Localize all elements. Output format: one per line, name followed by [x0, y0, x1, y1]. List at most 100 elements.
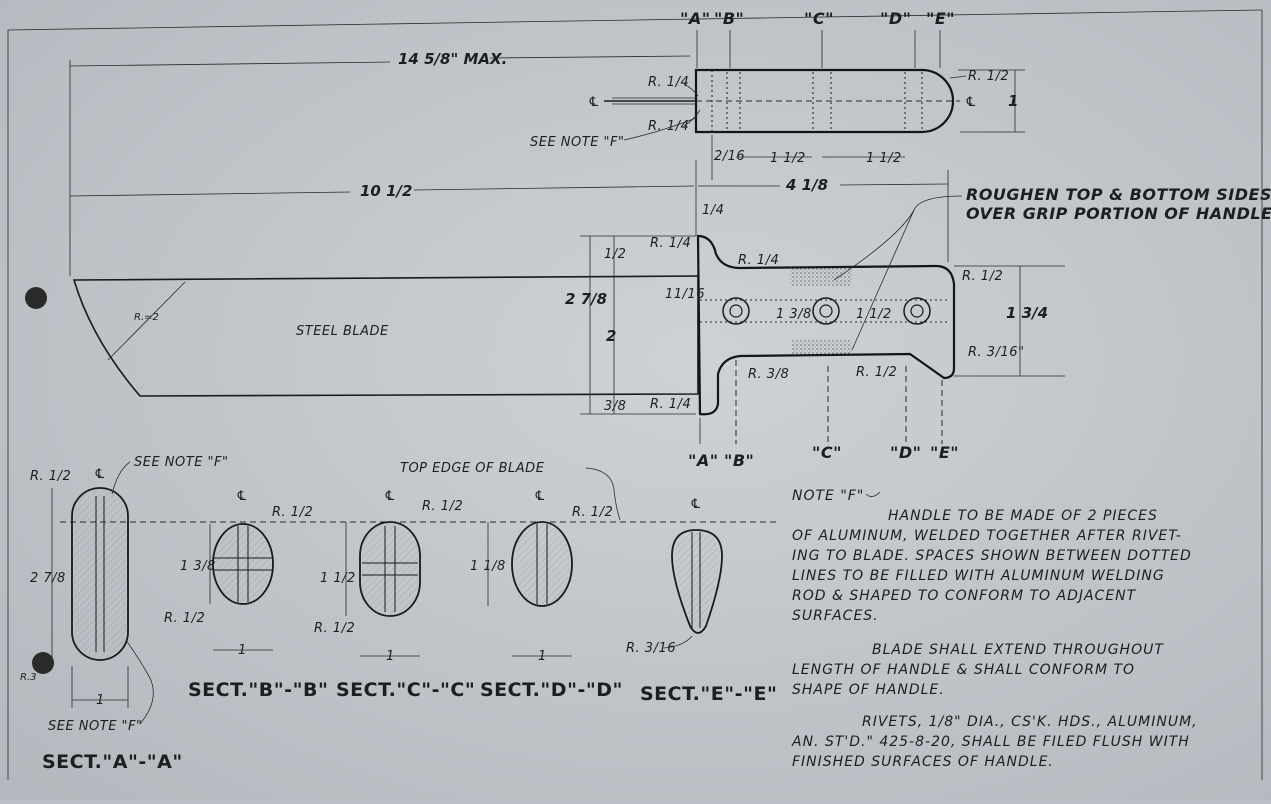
section-d-width: 1: [538, 649, 547, 664]
note-line-8: LENGTH OF HANDLE & SHALL CONFORM TO: [792, 662, 1135, 678]
section-letter-bottom-e: "E": [930, 443, 959, 462]
side-r-half-top: R. 1/2: [962, 269, 1003, 284]
section-b-radius-top: R. 1/2: [272, 505, 313, 520]
note-line-1: HANDLE TO BE MADE OF 2 PIECES: [888, 508, 1158, 524]
top-r-quarter-upper: R. 1/4: [648, 75, 689, 90]
note-line-3: ING TO BLADE. SPACES SHOWN BETWEEN DOTTE…: [792, 548, 1192, 564]
top-offset-value: 2/16: [714, 149, 745, 164]
section-letter-bottom-c: "C": [812, 443, 842, 462]
rivet-1: [722, 297, 750, 325]
section-d-centerline: ℄: [534, 489, 546, 504]
section-letter-top-c: "C": [804, 9, 834, 28]
section-e-e: ℄ R. 3/16 SECT."E"-"E": [626, 497, 777, 705]
steel-blade-label: STEEL BLADE: [296, 324, 389, 339]
note-line-4: LINES TO BE FILLED WITH ALUMINUM WELDING: [792, 568, 1165, 584]
section-letter-bottom-b: "B": [724, 451, 754, 470]
section-letter-top-b: "B": [714, 9, 744, 28]
top-r-quarter-lower: R. 1/4: [648, 119, 689, 134]
grip-texture-top: [790, 266, 852, 286]
section-e-radius-bottom: R. 3/16: [626, 641, 676, 656]
roughen-note-line-2: OVER GRIP PORTION OF HANDLE: [966, 204, 1271, 223]
rivet-3: [903, 297, 931, 325]
section-c-fill: [362, 524, 418, 614]
section-e-radius-leader: [663, 635, 693, 649]
note-line-10: RIVETS, 1/8" DIA., CS'K. HDS., ALUMINUM,: [862, 714, 1198, 730]
punch-hole-top: [25, 287, 47, 309]
handle-top-outline: [694, 68, 955, 134]
section-c-centerline: ℄: [384, 489, 396, 504]
section-a-width: 1: [96, 693, 105, 708]
rivet-2: [812, 297, 840, 325]
overall-length: 14 5/8" MAX.: [398, 50, 507, 68]
section-a-centerline: ℄: [94, 467, 106, 482]
sheet-border-top: [7, 9, 1263, 31]
roughen-note-line-1: ROUGHEN TOP & BOTTOM SIDES: [966, 185, 1271, 204]
blade-dim-line-left: [69, 191, 351, 197]
handle-side-outline: [696, 234, 956, 416]
section-b-title: SECT."B"-"B": [188, 679, 328, 701]
side-r-three-eighths: R. 3/8: [748, 367, 789, 382]
section-a-a: ℄ R. 1/2 2 7/8 R.3 1 SEE NOTE "F" SEE NO…: [20, 455, 228, 773]
top-r-half: R. 1/2: [968, 69, 1009, 84]
centerline-mark-left: ℄: [588, 95, 600, 110]
top-spacing-1: 1 1/2: [770, 151, 806, 166]
section-e-centerline: ℄: [690, 497, 702, 512]
top-spacing-2: 1 1/2: [866, 151, 902, 166]
dim-half: 1/2: [604, 247, 626, 262]
section-a-radius: R. 1/2: [30, 469, 71, 484]
dim-eleven-sixteenths: 11/16: [665, 287, 705, 302]
see-note-f-section-bottom: SEE NOTE "F": [48, 719, 143, 734]
note-line-6: SURFACES.: [792, 608, 879, 624]
side-r-quarter-bottom: R. 1/4: [650, 397, 691, 412]
section-c-radius-top: R. 1/2: [422, 499, 463, 514]
leader-see-note-f-top: [623, 117, 697, 141]
side-r-quarter-step: R. 1/4: [738, 253, 779, 268]
top-edge-leader: [585, 467, 621, 521]
leader-see-note-f-section-bottom: [125, 639, 154, 725]
section-c-height: 1 1/2: [320, 571, 356, 586]
section-letter-bottom-d: "D": [890, 443, 921, 462]
section-a-outline: [71, 487, 129, 661]
handle-length: 4 1/8: [785, 176, 828, 194]
handle-top-view: ℄ ℄ R. 1/4 R. 1/4 R. 1/2 SEE NOTE "F" 1 …: [530, 68, 1025, 180]
top-width-value: 1: [1008, 92, 1018, 110]
overall-dim-line-right: [489, 55, 691, 59]
section-b-width: 1: [238, 643, 247, 658]
section-c-width: 1: [386, 649, 395, 664]
section-d-outline: [511, 521, 573, 607]
section-e-outline: [671, 529, 723, 634]
blade-dim-line-right: [413, 185, 695, 191]
section-a-height: 2 7/8: [30, 571, 66, 586]
section-letter-top-d: "D": [880, 9, 911, 28]
note-line-12: FINISHED SURFACES OF HANDLE.: [792, 754, 1054, 770]
note-line-2: OF ALUMINUM, WELDED TOGETHER AFTER RIVET…: [792, 528, 1182, 544]
notes-block: NOTE "F" HANDLE TO BE MADE OF 2 PIECES O…: [791, 488, 1198, 770]
section-b-b: ℄ R. 1/2 R. 1/2 1 3/8 1 SECT."B"-"B": [164, 489, 328, 701]
blade-radius-label: R.=2: [134, 312, 159, 323]
section-c-outline: [359, 521, 421, 617]
note-f-title: NOTE "F": [792, 488, 864, 504]
dim-blade-width: 2: [606, 327, 616, 345]
section-d-d: ℄ R. 1/2 1 1/8 1 SECT."D"-"D": [470, 489, 622, 701]
handle-height-value: 1 3/4: [1006, 304, 1048, 322]
section-b-radius-bottom: R. 1/2: [164, 611, 205, 626]
section-a-fill: [74, 490, 126, 658]
note-line-9: SHAPE OF HANDLE.: [792, 682, 945, 698]
section-d-radius-top: R. 1/2: [572, 505, 613, 520]
section-c-radius-bottom: R. 1/2: [314, 621, 355, 636]
handle-dim-line-right: [839, 183, 949, 186]
side-r-three-sixteenths: R. 3/16": [968, 345, 1024, 360]
section-markers-top: "A" "B" "C" "D" "E": [680, 9, 955, 68]
side-view: STEEL BLADE R.=2 2 7/8 1/2 2 3/8 11/16 R…: [72, 185, 1271, 416]
top-quarter: 1/4: [702, 203, 724, 218]
total-height-value: 2 7/8: [565, 290, 607, 308]
section-e-title: SECT."E"-"E": [640, 683, 777, 705]
side-r-half-bottom: R. 1/2: [856, 365, 897, 380]
blade-radius-leader: [107, 281, 186, 361]
blade-length: 10 1/2: [360, 182, 412, 200]
leader-r-half: [949, 75, 967, 79]
section-b-fill: [215, 526, 271, 602]
section-b-height: 1 3/8: [180, 559, 216, 574]
